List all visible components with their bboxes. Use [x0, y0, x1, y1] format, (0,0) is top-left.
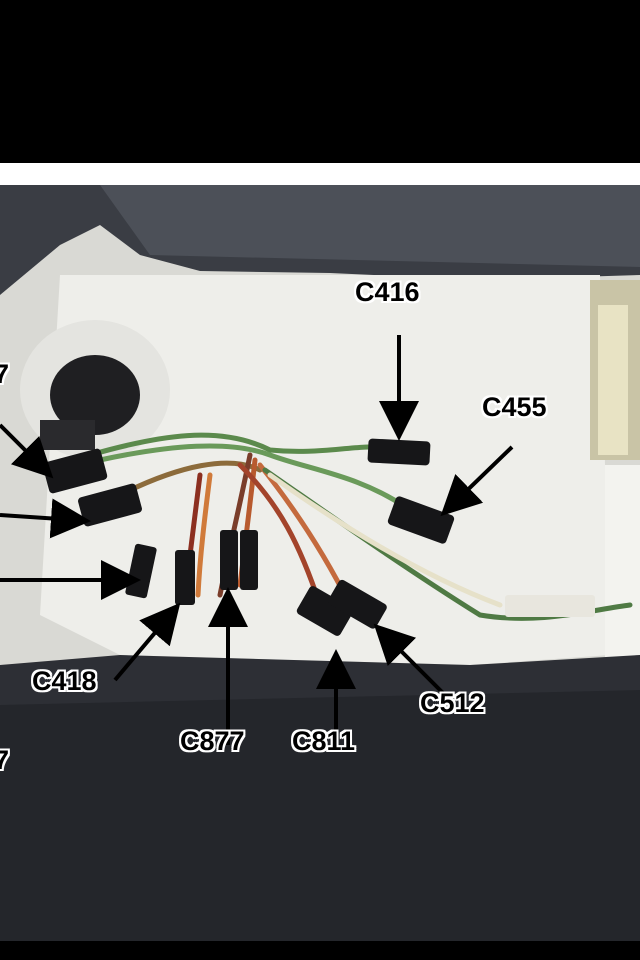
- label-c418: C418: [32, 666, 97, 696]
- photo-frame: C416 C455 7 C418 C877 C811 C512 7: [0, 163, 640, 941]
- label-edge-bottom: 7: [0, 745, 10, 775]
- wiring-photo: [0, 185, 640, 941]
- label-c416: C416: [355, 277, 420, 307]
- arrow-left-top: [0, 423, 54, 479]
- label-c512: C512: [420, 688, 485, 718]
- arrow-c418: [113, 602, 181, 682]
- arrow-c455: [440, 445, 514, 517]
- label-edge-top: 7: [0, 359, 10, 389]
- label-c455: C455: [482, 392, 547, 422]
- label-c877: C877: [180, 726, 245, 756]
- arrow-left-middle: [0, 498, 91, 539]
- arrow-c512: [373, 623, 452, 702]
- label-c811: C811: [292, 726, 356, 756]
